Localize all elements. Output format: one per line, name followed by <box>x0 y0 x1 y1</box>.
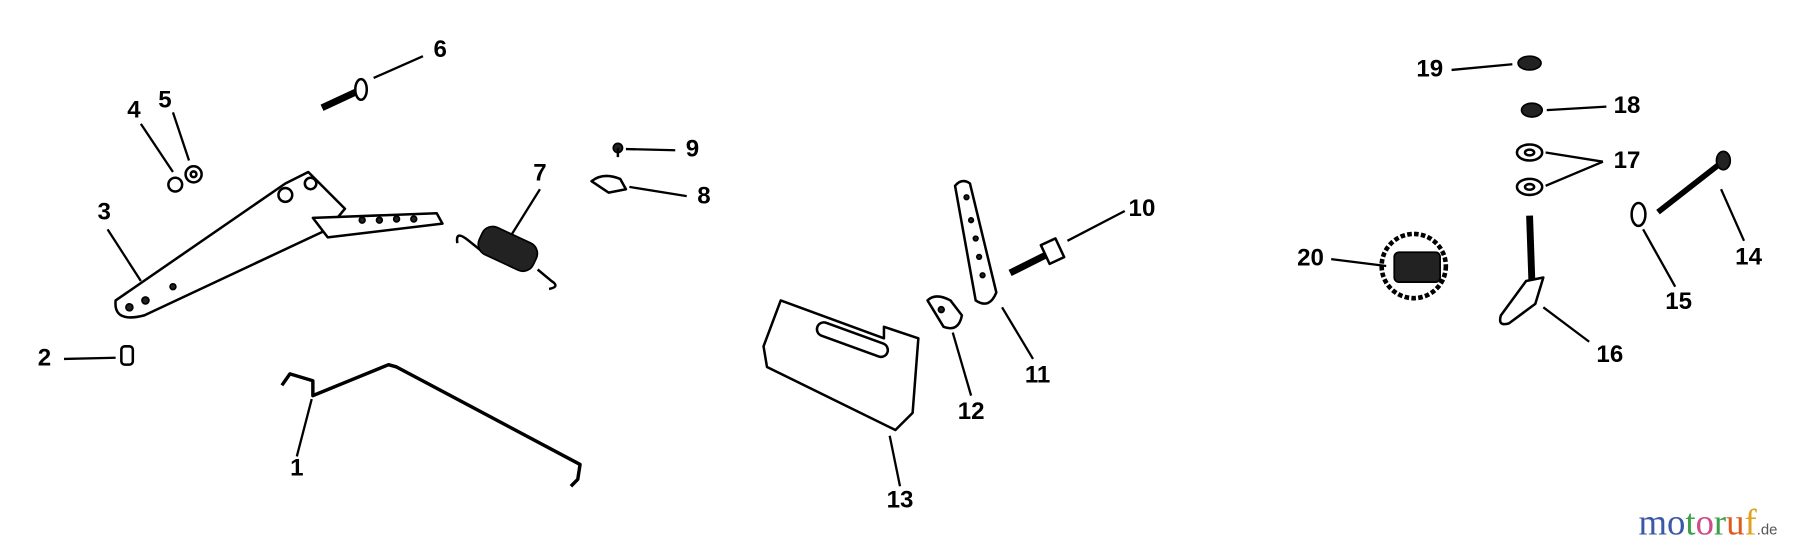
part-8-clip <box>590 174 628 194</box>
part-13-bracket <box>762 299 920 432</box>
part-17-washers <box>1515 143 1544 197</box>
watermark-logo: motoruf.de <box>1639 501 1778 542</box>
callout-1: 1 <box>290 454 303 481</box>
callout-5: 5 <box>158 86 171 113</box>
leader-lines <box>63 55 1746 487</box>
part-19-nut <box>1517 55 1542 71</box>
watermark-letter: r <box>1714 501 1726 542</box>
callout-16: 16 <box>1596 341 1623 368</box>
watermark-letter: f <box>1745 501 1758 542</box>
callout-18: 18 <box>1614 92 1641 119</box>
part-20-gear <box>1379 231 1449 301</box>
part-3-lever <box>114 170 347 319</box>
part-14-pin <box>1656 150 1732 215</box>
part-16-shaft <box>1498 215 1545 326</box>
callout-19: 19 <box>1416 55 1443 82</box>
callout-12: 12 <box>958 398 985 425</box>
callout-11: 11 <box>1025 361 1050 388</box>
callout-9: 9 <box>686 136 699 163</box>
part-9-pin <box>612 142 624 158</box>
part-7-spring <box>455 225 557 291</box>
callout-10: 10 <box>1129 195 1156 222</box>
watermark-letter: m <box>1639 501 1668 542</box>
callout-15: 15 <box>1665 288 1692 315</box>
part-15-washer <box>1630 201 1647 228</box>
callout-20: 20 <box>1297 245 1324 272</box>
watermark-suffix: .de <box>1757 522 1778 538</box>
callout-13: 13 <box>887 486 914 513</box>
watermark-letter: t <box>1685 501 1695 542</box>
part-2-clip <box>120 345 135 366</box>
callout-6: 6 <box>433 36 446 63</box>
watermark-letter: o <box>1667 501 1685 542</box>
watermark-letter: u <box>1726 501 1744 542</box>
callout-3: 3 <box>97 199 110 226</box>
callout-14: 14 <box>1735 243 1762 270</box>
callout-4: 4 <box>127 97 141 124</box>
callout-8: 8 <box>697 183 710 210</box>
part-12-washer <box>926 295 964 330</box>
part-18-washer <box>1520 102 1544 118</box>
part-10-bolt <box>1008 237 1066 277</box>
part-6-bolt <box>320 77 369 111</box>
callout-17: 17 <box>1614 147 1641 174</box>
watermark-letter: o <box>1696 501 1714 542</box>
callout-2: 2 <box>38 344 51 371</box>
part-11-lever <box>953 179 998 305</box>
callout-7: 7 <box>533 160 546 187</box>
part-4-nut <box>167 176 184 193</box>
part-1-rod <box>280 362 582 488</box>
